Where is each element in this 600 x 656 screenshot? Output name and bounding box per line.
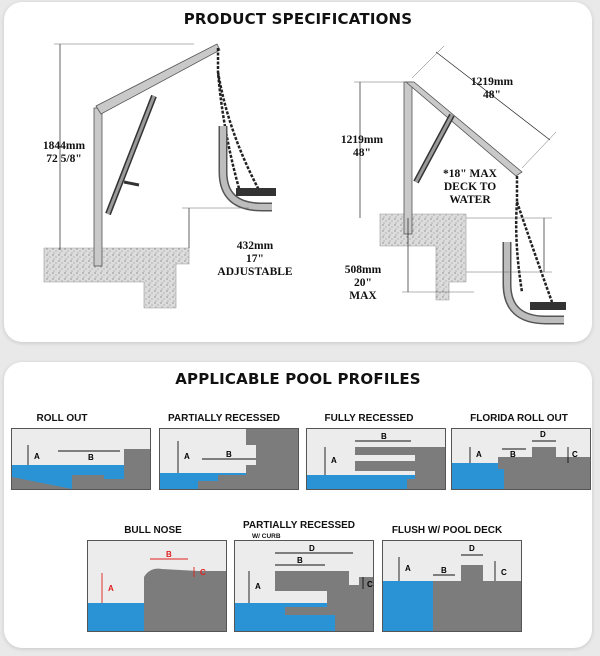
svg-text:B: B bbox=[297, 556, 303, 565]
svg-text:B: B bbox=[381, 432, 387, 441]
profile-bull-nose: A B C bbox=[87, 540, 227, 632]
product-specifications-heading: PRODUCT SPECIFICATIONS bbox=[183, 10, 413, 28]
profile-label-flush-pool-deck: FLUSH W/ POOL DECK bbox=[391, 525, 503, 536]
svg-text:B: B bbox=[510, 450, 516, 459]
svg-text:B: B bbox=[441, 566, 447, 575]
profile-label-partially-recessed-curb: PARTIALLY RECESSED bbox=[242, 520, 356, 531]
profile-roll-out: A B bbox=[11, 428, 151, 490]
lift-chain-right bbox=[514, 176, 554, 303]
profile-label-fully-recessed: FULLY RECESSED bbox=[324, 413, 414, 424]
svg-text:A: A bbox=[331, 456, 337, 465]
svg-text:D: D bbox=[469, 544, 475, 553]
pool-profiles-heading: APPLICABLE POOL PROFILES bbox=[175, 370, 421, 388]
svg-text:B: B bbox=[226, 450, 232, 459]
svg-text:A: A bbox=[108, 584, 114, 593]
profile-florida-roll-out: A B C D bbox=[451, 428, 591, 490]
pool-deck-right bbox=[379, 213, 467, 301]
svg-text:A: A bbox=[405, 564, 411, 573]
svg-text:A: A bbox=[255, 582, 261, 591]
svg-text:C: C bbox=[367, 580, 373, 589]
svg-text:D: D bbox=[309, 544, 315, 553]
svg-text:C: C bbox=[501, 568, 507, 577]
svg-text:A: A bbox=[476, 450, 482, 459]
pool-profiles-card: APPLICABLE POOL PROFILES ROLL OUT PARTIA… bbox=[4, 362, 592, 648]
svg-text:C: C bbox=[572, 450, 578, 459]
svg-text:C: C bbox=[200, 568, 206, 577]
pool-deck bbox=[43, 247, 190, 309]
profile-label-roll-out: ROLL OUT bbox=[36, 413, 88, 424]
profile-fully-recessed: A B bbox=[306, 428, 446, 490]
profile-label-partially-recessed: PARTIALLY RECESSED bbox=[167, 413, 281, 424]
lift-mast bbox=[93, 107, 103, 267]
svg-text:B: B bbox=[88, 453, 94, 462]
svg-text:A: A bbox=[184, 452, 190, 461]
profile-partially-recessed-curb: A B C D bbox=[234, 540, 374, 632]
profile-flush-pool-deck: A B C D bbox=[382, 540, 522, 632]
svg-text:B: B bbox=[166, 550, 172, 559]
svg-text:A: A bbox=[34, 452, 40, 461]
profile-label-bull-nose: BULL NOSE bbox=[124, 525, 182, 536]
profile-partially-recessed: A B bbox=[159, 428, 299, 490]
lift-boom-right bbox=[404, 81, 523, 177]
lift-boom bbox=[95, 43, 221, 115]
profile-sublabel-curb: W/ CURB bbox=[252, 533, 281, 540]
lift-mast-right bbox=[403, 81, 413, 235]
profile-label-florida-roll-out: FLORIDA ROLL OUT bbox=[470, 413, 568, 424]
product-specifications-card: PRODUCT SPECIFICATIONS bbox=[4, 2, 592, 342]
lift-side-view-diagram bbox=[43, 43, 566, 325]
svg-text:D: D bbox=[540, 430, 546, 439]
